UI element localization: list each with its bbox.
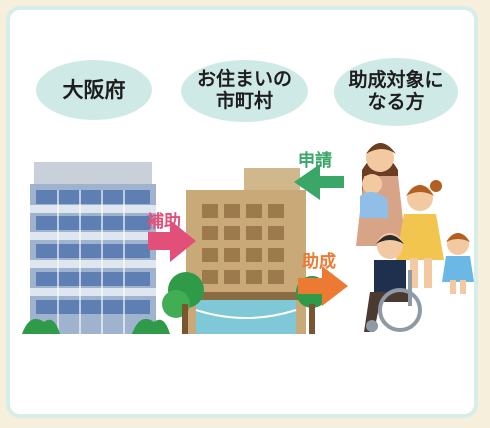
recipient-label: 助成対象に なる方	[334, 58, 458, 126]
apply-arrow-label: 申請	[298, 151, 332, 171]
subsidy-arrow-icon	[148, 220, 196, 262]
osaka-prefecture-label: 大阪府	[36, 60, 152, 120]
subsidy-arrow-label: 補助	[147, 212, 181, 232]
prefecture-building-icon	[22, 162, 170, 334]
osaka-prefecture-label-text: 大阪府	[62, 77, 126, 102]
grant-arrow-icon	[298, 266, 348, 306]
recipient-label-text: 助成対象に なる方	[348, 69, 444, 113]
grant-arrow-label: 助成	[302, 252, 336, 272]
municipality-label-text: お住まいの 市町村	[196, 68, 292, 112]
municipality-label: お住まいの 市町村	[181, 60, 308, 122]
family-illustration-icon	[356, 143, 474, 332]
apply-arrow-icon	[294, 164, 344, 200]
